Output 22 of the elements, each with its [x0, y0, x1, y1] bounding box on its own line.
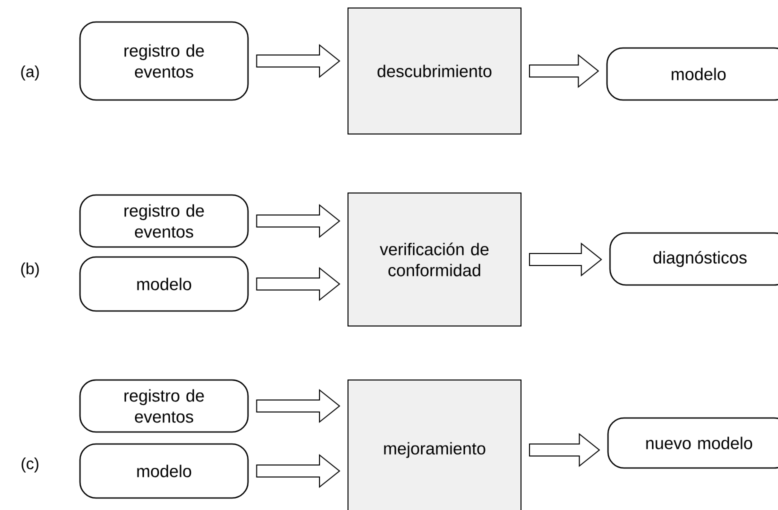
terminal-pill: diagnósticos	[609, 232, 778, 286]
block-arrow	[529, 54, 600, 88]
terminal-pill: registro de eventos	[79, 379, 249, 433]
block-arrow	[256, 388, 340, 424]
block-arrow	[529, 432, 600, 468]
block-arrow	[256, 454, 340, 488]
terminal-pill: modelo	[79, 256, 249, 312]
terminal-pill: registro de eventos	[79, 21, 249, 101]
block-arrow	[529, 242, 602, 277]
terminal-pill: modelo	[606, 47, 778, 101]
block-arrow	[256, 44, 340, 78]
process-box: descubrimiento	[348, 8, 522, 134]
panel-label: (a)	[21, 66, 39, 80]
panel-label: (b)	[21, 262, 39, 278]
panel-label: (c)	[22, 458, 38, 472]
block-arrow	[256, 204, 340, 238]
process-box: verificación de conformidad	[348, 192, 522, 326]
process-box: mejoramiento	[348, 380, 522, 510]
block-arrow	[256, 266, 340, 302]
terminal-pill: registro de eventos	[79, 194, 249, 248]
terminal-pill: modelo	[79, 443, 249, 499]
terminal-pill: nuevo modelo	[607, 417, 778, 469]
